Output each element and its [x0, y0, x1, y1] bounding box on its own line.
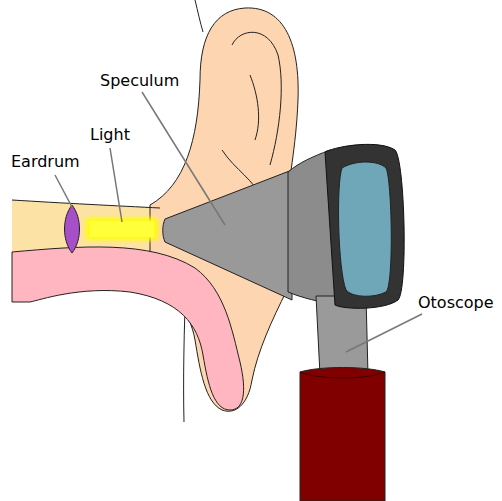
lens-rim [325, 144, 404, 308]
leader-line [346, 314, 422, 352]
pinna-fold [232, 32, 281, 165]
pinna-fold [250, 75, 259, 140]
light-beam [90, 221, 154, 237]
head-line [195, 0, 203, 32]
lens [339, 162, 392, 296]
canal-wall [12, 247, 244, 410]
part-label: Otoscope [418, 293, 494, 312]
grip-rim [300, 372, 385, 378]
leader-line [142, 92, 225, 225]
speculum [163, 170, 292, 300]
grip [300, 368, 385, 501]
part-label: Eardrum [11, 152, 80, 171]
part-label: Light [90, 125, 130, 144]
canal-top [12, 200, 160, 208]
leader-line [110, 148, 122, 222]
eardrum [65, 205, 80, 253]
part-label: Speculum [100, 71, 179, 90]
leader-line [55, 175, 72, 207]
